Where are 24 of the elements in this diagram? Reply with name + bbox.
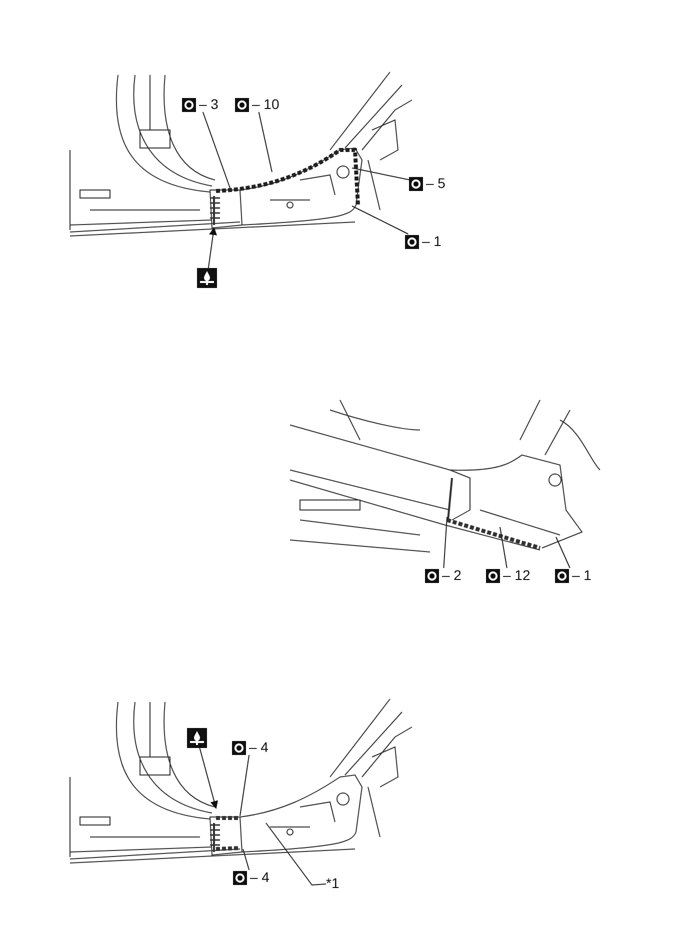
- weld-count-label: – 3: [199, 97, 218, 112]
- leader-line: [443, 516, 448, 568]
- weld-count-label: – 1: [422, 234, 442, 249]
- arrow: [208, 227, 217, 268]
- weld-count-label: – 4: [249, 740, 268, 755]
- mig-weld-icon: [187, 728, 207, 748]
- leader-line: [202, 112, 230, 188]
- weld-count-label: – 1: [572, 568, 592, 583]
- leader-line: [352, 168, 410, 180]
- leader-line: [240, 754, 250, 816]
- leader-line: [242, 848, 250, 870]
- weld-count-label: – 12: [503, 568, 530, 583]
- weld-count-label: – 5: [426, 176, 446, 191]
- arrow: [199, 748, 218, 809]
- leader-line: [352, 206, 409, 234]
- leader-line: [258, 112, 272, 172]
- mig-weld-icon: [197, 268, 217, 288]
- leader-line: [556, 536, 570, 568]
- callout-number: *1: [326, 876, 340, 891]
- leader-line: [266, 822, 326, 886]
- weld-count-label: – 10: [252, 97, 280, 112]
- leader-line: [500, 526, 508, 568]
- weld-count-label: – 4: [250, 870, 270, 885]
- weld-count-label: – 2: [442, 568, 462, 583]
